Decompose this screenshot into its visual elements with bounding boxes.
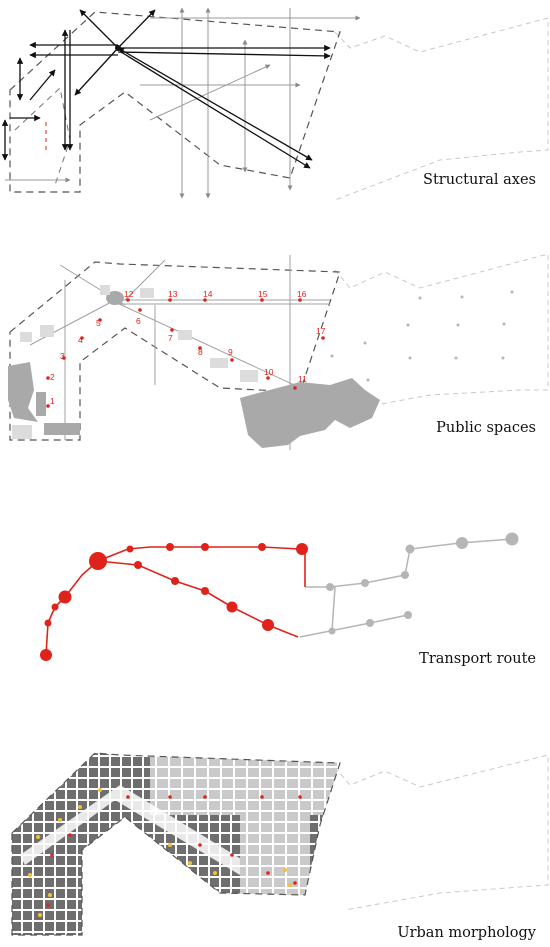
grey-masses — [8, 291, 380, 448]
label-17: 17 — [316, 326, 326, 336]
site-boundary — [9, 261, 341, 441]
urban-morphology-diagram — [11, 752, 549, 936]
site-boundary — [11, 752, 341, 936]
label-11: 11 — [298, 374, 307, 384]
label-8: 8 — [198, 347, 203, 357]
grey-stops — [326, 532, 519, 635]
structural-axes-diagram — [1, 7, 549, 201]
label-2: 2 — [50, 372, 55, 382]
label-10: 10 — [264, 367, 274, 377]
label-1: 1 — [50, 396, 55, 406]
extension-boundary — [334, 17, 549, 201]
public-space-points — [46, 298, 325, 408]
label-16: 16 — [297, 289, 307, 299]
label-12: 12 — [124, 289, 134, 299]
site-boundary — [9, 11, 341, 193]
red-markers — [46, 795, 302, 907]
caption-public-spaces: Public spaces — [436, 420, 536, 436]
label-5: 5 — [96, 318, 101, 328]
extension-dots — [330, 290, 514, 382]
label-3: 3 — [60, 351, 65, 361]
transport-route-diagram — [40, 532, 519, 661]
label-14: 14 — [203, 289, 213, 299]
label-7: 7 — [168, 333, 173, 343]
public-spaces-diagram: 1 2 3 4 5 6 7 8 9 10 11 12 13 14 15 16 1… — [8, 253, 549, 450]
label-6: 6 — [136, 316, 141, 326]
axes-node — [115, 45, 121, 51]
label-9: 9 — [228, 347, 233, 357]
panel-transport-route: Transport route — [0, 525, 550, 675]
label-4: 4 — [78, 335, 83, 345]
label-13: 13 — [168, 289, 178, 299]
label-15: 15 — [258, 289, 268, 299]
red-route — [45, 546, 306, 656]
panel-public-spaces: 1 2 3 4 5 6 7 8 9 10 11 12 13 14 15 16 1… — [0, 240, 550, 465]
red-stops — [40, 543, 308, 661]
panel-urban-morphology: Urban morphology — [0, 745, 550, 945]
light-masses — [12, 285, 258, 439]
yellow-markers — [28, 788, 292, 917]
panel-structural-axes: Structural axes — [0, 0, 550, 230]
caption-structural-axes: Structural axes — [423, 172, 536, 188]
caption-urban-morphology: Urban morphology — [397, 925, 536, 941]
extension-boundary — [334, 253, 549, 409]
extension-boundary — [334, 754, 549, 911]
inner-boundary — [14, 87, 71, 186]
caption-transport-route: Transport route — [419, 651, 536, 667]
